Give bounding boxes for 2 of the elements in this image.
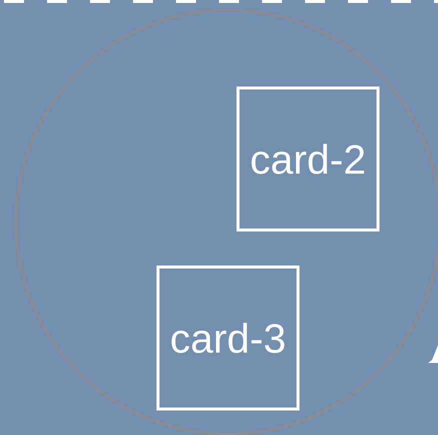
card: card-2: [236, 86, 380, 232]
card: card-3: [156, 265, 300, 410]
